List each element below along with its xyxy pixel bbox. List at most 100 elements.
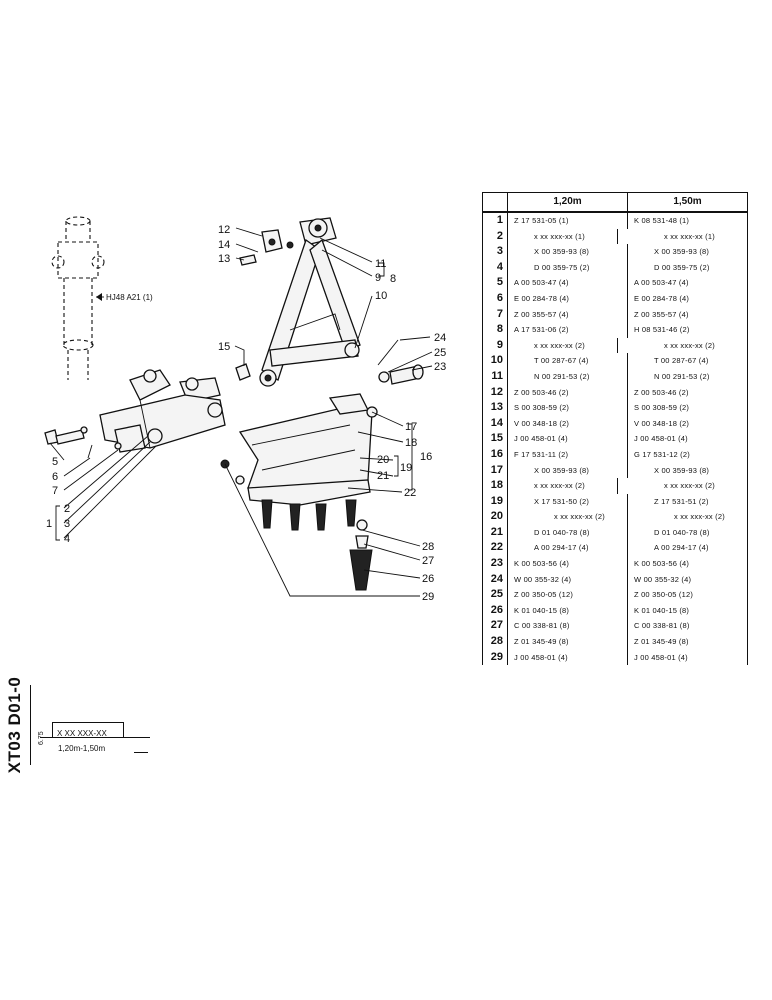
callout-28: 28 bbox=[422, 541, 434, 553]
part-number-1-20m: Z 17 531-05 (1) bbox=[508, 213, 628, 229]
part-number-1-20m: X 00 359-93 (8) bbox=[508, 462, 628, 479]
part-number-1-50m: J 00 458-01 (4) bbox=[634, 652, 688, 662]
part-number-1-50m: Z 00 503-46 (2) bbox=[634, 387, 689, 397]
row-item-number: 3 bbox=[483, 244, 508, 260]
callout-13: 13 bbox=[218, 253, 230, 265]
callout-26: 26 bbox=[422, 573, 434, 585]
part-number-1-20m: A 00 294-17 (4) bbox=[508, 540, 628, 557]
part-number-1-50m: x xx xxx-xx (2) bbox=[664, 340, 715, 350]
callout-9: 9 bbox=[375, 272, 381, 284]
callout-23: 23 bbox=[434, 361, 446, 373]
pin-hardware-left bbox=[44, 426, 122, 459]
row-item-number: 10 bbox=[483, 353, 508, 369]
part-number-1-50m: A 00 294-17 (4) bbox=[654, 543, 709, 553]
row-item-number: 9 bbox=[483, 337, 508, 354]
row-item-number: 21 bbox=[483, 524, 508, 541]
row-item-number: 27 bbox=[483, 618, 508, 635]
column-header-1-50m: 1,50m bbox=[673, 196, 702, 207]
part-number-1-50m: Z 00 350-05 (12) bbox=[634, 590, 694, 600]
part-number-1-50m: S 00 308-59 (2) bbox=[634, 403, 690, 413]
callout-18: 18 bbox=[405, 437, 417, 449]
part-number-1-20m: Z 01 345-49 (8) bbox=[508, 634, 628, 650]
part-number-1-50m: T 00 287-67 (4) bbox=[654, 356, 709, 366]
part-number-1-50m: Z 00 355-57 (4) bbox=[634, 309, 689, 319]
row-item-number: 23 bbox=[483, 556, 508, 572]
part-number-1-50m: X 00 359-93 (8) bbox=[654, 465, 710, 475]
part-number-1-20m: W 00 355-32 (4) bbox=[508, 571, 628, 588]
part-number-1-50m: G 17 531-12 (2) bbox=[634, 449, 690, 459]
bucket-body bbox=[220, 393, 378, 531]
row-item-number: 19 bbox=[483, 493, 508, 510]
part-number-1-50m: C 00 338-81 (8) bbox=[634, 621, 690, 631]
row-item-number: 1 bbox=[483, 213, 508, 229]
row-item-number: 14 bbox=[483, 415, 508, 432]
callout-17: 17 bbox=[405, 421, 417, 433]
callout-22: 22 bbox=[404, 487, 416, 499]
row-item-number: 6 bbox=[483, 290, 508, 307]
pin-hardware-top bbox=[235, 229, 294, 381]
part-number-1-20m: K 00 503-56 (4) bbox=[508, 556, 628, 572]
part-number-1-50m: D 01 040-78 (8) bbox=[654, 527, 710, 537]
row-item-number: 17 bbox=[483, 462, 508, 479]
part-number-1-50m: Z 17 531-51 (2) bbox=[654, 496, 709, 506]
row-item-number: 26 bbox=[483, 602, 508, 619]
part-number-1-50m: X 00 359-93 (8) bbox=[654, 247, 710, 257]
row-item-number: 2 bbox=[483, 228, 508, 245]
part-number-1-50m: K 00 503-56 (4) bbox=[634, 559, 690, 569]
row-item-number: 25 bbox=[483, 587, 508, 603]
row-item-number: 7 bbox=[483, 306, 508, 323]
part-number-1-20m: x xx xxx-xx (1) bbox=[508, 228, 618, 245]
part-number-box: X XX XXX-XX bbox=[52, 722, 124, 738]
row-item-number: 4 bbox=[483, 259, 508, 276]
table-header: 1,20m 1,50m bbox=[483, 192, 747, 213]
part-number-1-20m: F 17 531-11 (2) bbox=[508, 446, 628, 463]
part-number-1-20m: C 00 338-81 (8) bbox=[508, 618, 628, 635]
row-item-number: 15 bbox=[483, 431, 508, 447]
callout-6: 6 bbox=[52, 471, 58, 483]
leader-lines bbox=[49, 227, 433, 597]
part-number-1-20m: J 00 458-01 (4) bbox=[508, 431, 628, 447]
callout-29: 29 bbox=[422, 591, 434, 603]
part-number-1-20m: V 00 348-18 (2) bbox=[508, 415, 628, 432]
bucket-tooth bbox=[349, 519, 373, 591]
part-number-1-50m: x xx xxx-xx (1) bbox=[664, 231, 715, 241]
part-number-1-20m: X 17 531-50 (2) bbox=[508, 493, 628, 510]
part-number-1-20m: D 00 359-75 (2) bbox=[508, 259, 628, 276]
callout-14: 14 bbox=[218, 239, 230, 251]
row-item-number: 22 bbox=[483, 540, 508, 557]
callout-7: 7 bbox=[52, 485, 58, 497]
part-number-1-50m: x xx xxx-xx (2) bbox=[664, 481, 715, 491]
callout-4: 4 bbox=[64, 533, 70, 545]
callout-27: 27 bbox=[422, 555, 434, 567]
part-number-1-20m: E 00 284-78 (4) bbox=[508, 290, 628, 307]
callout-16: 16 bbox=[420, 451, 432, 463]
part-number-1-20m: Z 00 350-05 (12) bbox=[508, 587, 628, 603]
title-tail-mark bbox=[134, 752, 148, 753]
part-number-1-20m: A 17 531-06 (2) bbox=[508, 322, 628, 338]
callout-24: 24 bbox=[434, 332, 446, 344]
part-number-1-50m: J 00 458-01 (4) bbox=[634, 434, 688, 444]
part-number-1-20m: Z 00 355-57 (4) bbox=[508, 306, 628, 323]
